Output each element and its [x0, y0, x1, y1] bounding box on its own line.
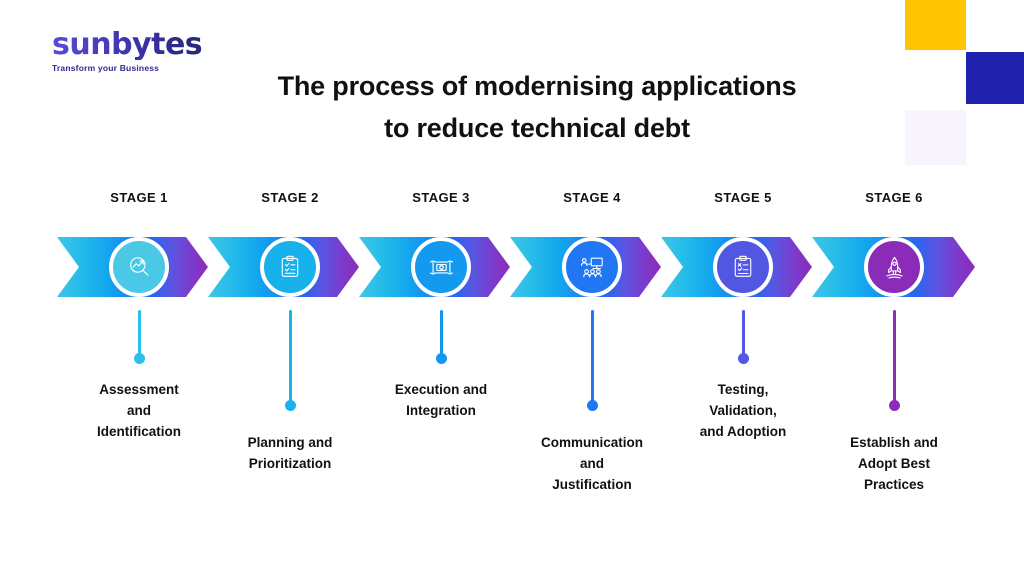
stage-connector-line-3 — [439, 310, 443, 358]
stage-caption-line: Testing, — [717, 382, 769, 397]
clipboard-test-icon — [730, 254, 756, 280]
stage-caption-line: Validation, — [709, 402, 777, 418]
stage-node-2[interactable] — [260, 237, 320, 297]
magnifier-chart-icon — [126, 254, 153, 281]
stage-node-4[interactable] — [562, 237, 622, 297]
stage-caption-line: Integration — [406, 402, 476, 418]
stage-caption-line: Planning and — [247, 435, 333, 450]
rocket-launch-icon — [881, 254, 908, 281]
decorative-square-light — [905, 110, 966, 165]
stage-connector-line-4 — [590, 310, 594, 405]
stage-connector-dot-2 — [284, 400, 296, 411]
stage-caption-line: Identification — [97, 423, 181, 439]
brand-tagline: Transform your Business — [52, 63, 160, 73]
stage-connector-line-2 — [288, 310, 292, 405]
stage-caption-line: Practices — [863, 476, 925, 492]
stage-caption-line: Assessment — [99, 382, 179, 397]
page-title-line-1: The process of modernising applications — [277, 71, 797, 101]
stage-label-1: STAGE 1 — [110, 190, 168, 205]
stage-connector-dot-3 — [435, 353, 447, 364]
brand-wordmark: sunbytes — [52, 30, 242, 60]
stage-label-3: STAGE 3 — [412, 190, 470, 205]
stage-caption-line: and Adoption — [699, 423, 787, 439]
stage-caption-line: Communication — [540, 435, 643, 450]
process-chevron-band — [57, 237, 975, 297]
stage-node-6[interactable] — [864, 237, 924, 297]
stage-connector-dot-5 — [737, 353, 749, 364]
stage-caption-line: Justification — [552, 476, 632, 492]
decorative-square-yellow — [905, 0, 966, 50]
stage-connector-dot-1 — [133, 353, 145, 364]
stage-label-2: STAGE 2 — [261, 190, 319, 205]
stage-connector-line-5 — [741, 310, 745, 358]
stage-label-6: STAGE 6 — [865, 190, 923, 205]
stage-connector-dot-6 — [888, 400, 900, 411]
page-title-line-2: to reduce technical debt — [384, 112, 690, 143]
stage-caption-line: and — [126, 402, 151, 418]
stage-node-1[interactable] — [109, 237, 169, 297]
stage-caption-line: Adopt Best — [858, 455, 930, 471]
stage-caption-line: and — [579, 455, 604, 471]
stage-node-5[interactable] — [713, 237, 773, 297]
stage-caption-line: Prioritization — [248, 455, 332, 471]
stage-label-5: STAGE 5 — [714, 190, 772, 205]
stage-label-4: STAGE 4 — [563, 190, 621, 205]
page-title: The process of modernising applications … — [172, 66, 902, 150]
stage-caption-line: Establish and — [850, 435, 938, 450]
decorative-square-blue — [966, 52, 1024, 104]
clipboard-checklist-icon — [277, 254, 303, 280]
stage-connector-dot-4 — [586, 400, 598, 411]
stage-connector-line-6 — [892, 310, 896, 405]
stage-caption-5: Testing, Validation, and Adoption — [648, 380, 838, 443]
stage-connector-line-1 — [137, 310, 141, 358]
blueprint-scroll-icon — [428, 254, 455, 281]
stage-node-3[interactable] — [411, 237, 471, 297]
presentation-meeting-icon — [579, 254, 606, 281]
stage-caption-line: Execution and — [394, 382, 488, 397]
brand-logo: sunbytes Transform your Business — [52, 30, 242, 74]
